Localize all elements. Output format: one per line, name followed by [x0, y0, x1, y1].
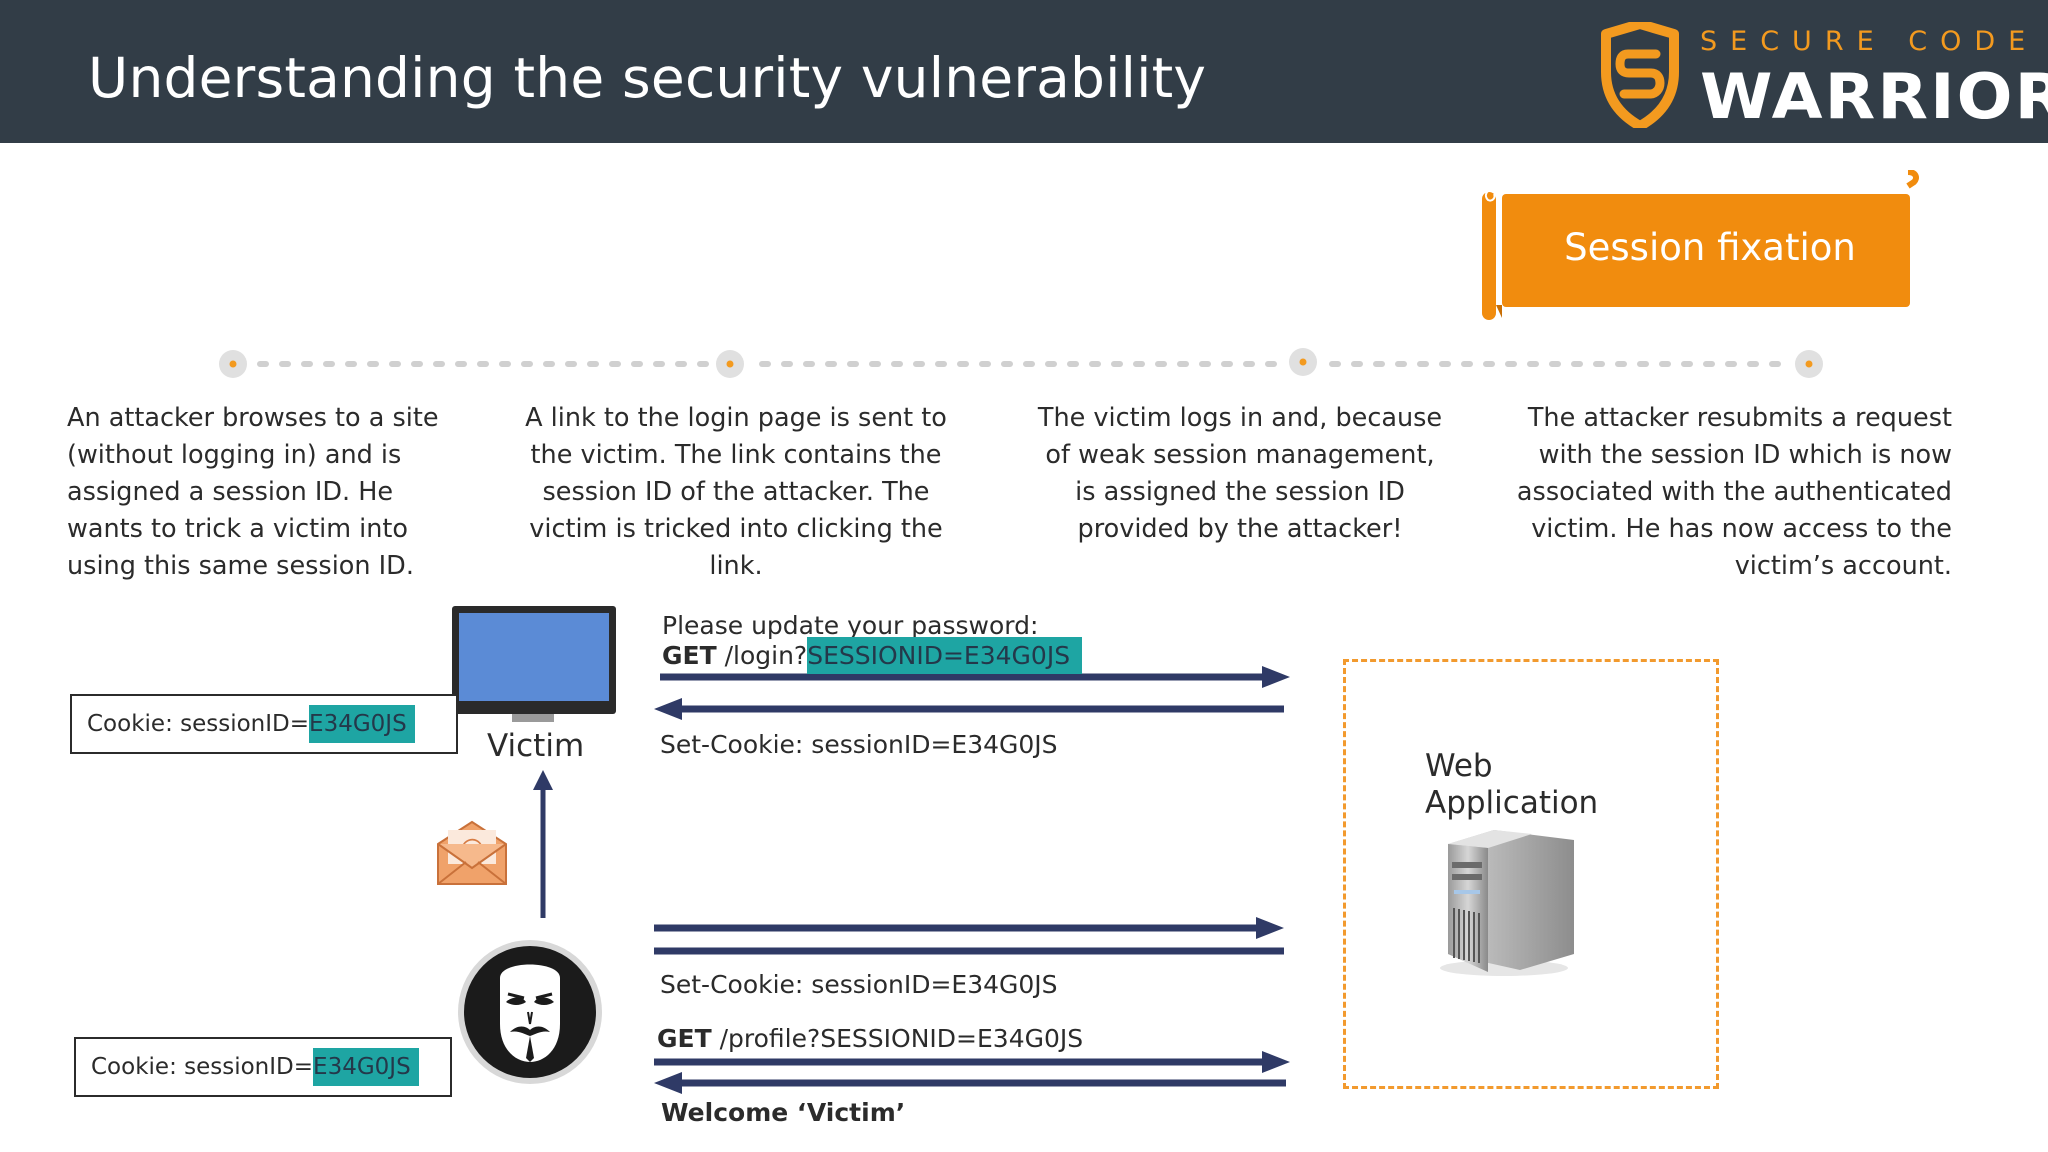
session-id-highlight: E34G0JS: [309, 705, 415, 743]
cookie-prefix: Cookie: sessionID=: [91, 1054, 314, 1080]
brand-warrior: WARRIOR: [1700, 60, 2048, 133]
step-1-text: An attacker browses to a site (without l…: [67, 403, 439, 581]
email-envelope-icon: @: [437, 820, 507, 885]
arrow-request-login-2: [654, 917, 1284, 939]
http-method: GET: [657, 1024, 712, 1053]
web-application-box: [1343, 659, 1719, 1089]
message-update-password: Please update your password:: [662, 611, 1039, 640]
http-method: GET: [662, 641, 717, 670]
arrow-request-login: [660, 666, 1290, 688]
shield-logo-icon: [1601, 22, 1679, 128]
victim-label: Victim: [487, 728, 585, 764]
message-arrows: [654, 666, 1290, 1094]
cookie-prefix: Cookie: sessionID=: [87, 711, 310, 737]
timeline-node-3: [1289, 348, 1317, 376]
attacker-cookie-box: Cookie: sessionID=E34G0JS: [74, 1037, 452, 1097]
arrow-response-welcome: [654, 1072, 1286, 1094]
message-get-login: GET /login?SESSIONID=E34G0JS: [662, 637, 1083, 674]
message-welcome: Welcome ‘Victim’: [661, 1098, 906, 1127]
arrow-request-profile: [654, 1051, 1290, 1073]
step-3-text: The victim logs in and, because of weak …: [1037, 403, 1443, 544]
server-tower-icon: [1440, 830, 1574, 976]
send-link-arrow: [533, 770, 553, 918]
victim-cookie-box: Cookie: sessionID=E34G0JS: [70, 694, 458, 754]
url-path: /profile?SESSIONID=E34G0JS: [711, 1024, 1084, 1053]
web-application-label-line2: Application: [1425, 785, 1599, 821]
banner-label: Session fixation: [1564, 226, 1856, 269]
header-bar: [0, 0, 2048, 143]
timeline-node-2: [716, 350, 744, 378]
timeline-node-1: [219, 350, 247, 378]
timeline-node-4: [1795, 350, 1823, 378]
web-application-label: Web Application: [1425, 748, 1598, 822]
message-get-profile: GET /profile?SESSIONID=E34G0JS: [657, 1024, 1083, 1053]
scroll-banner: [1482, 170, 1919, 320]
monitor-icon: [452, 606, 616, 722]
brand-secure-code: SECURE CODE: [1700, 26, 2039, 57]
step-4-text: The attacker resubmits a request with th…: [1516, 403, 1952, 581]
message-set-cookie-1: Set-Cookie: sessionID=E34G0JS: [660, 730, 1058, 759]
message-set-cookie-2: Set-Cookie: sessionID=E34G0JS: [660, 970, 1058, 999]
web-application-label-line1: Web: [1425, 748, 1493, 784]
page-title: Understanding the security vulnerability: [88, 46, 1207, 110]
step-2-text: A link to the login page is sent to the …: [525, 403, 947, 581]
timeline: [219, 348, 1823, 378]
url-path: /login?: [716, 641, 808, 670]
anonymous-mask-icon: [458, 940, 602, 1084]
arrow-response-setcookie-1: [654, 698, 1284, 720]
session-param-highlight: SESSIONID=E34G0JS: [807, 637, 1083, 674]
session-id-highlight: E34G0JS: [313, 1048, 419, 1086]
